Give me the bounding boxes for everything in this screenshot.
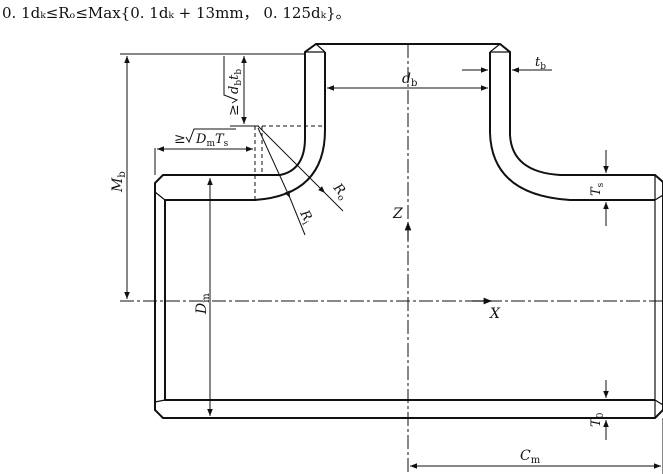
tee-outer-wall xyxy=(154,43,663,419)
construction-dashed-lines xyxy=(254,125,325,200)
label-sqrt-db-tb: ≥ dbtb xyxy=(223,56,244,116)
label-Mb: Mb xyxy=(110,171,128,193)
dim-Cm xyxy=(410,418,663,474)
wall-edge-lines xyxy=(154,43,663,418)
geq-sign-2: ≥ xyxy=(174,131,186,147)
dim-sqrt-db-tb xyxy=(225,53,268,127)
label-tb: tb xyxy=(535,55,546,72)
radius-formula: 0. 1dₖ≤Rₒ≤Max{0. 1dₖ + 13mm， 0. 125dₖ}。 xyxy=(2,2,351,23)
label-db: db xyxy=(402,71,417,89)
label-sqrt-Dm-Ts: ≥ DmTs xyxy=(174,128,236,149)
label-Dm: Dm xyxy=(194,293,212,315)
sqrt2-terms: DmTs xyxy=(195,132,229,149)
label-Z: Z xyxy=(392,206,403,222)
label-Ro: Ro xyxy=(328,180,351,203)
sqrt-sign-2 xyxy=(185,128,236,144)
label-X: X xyxy=(489,306,501,322)
label-Cm: Cm xyxy=(520,448,541,466)
geq-sign-1: ≥ xyxy=(226,104,242,116)
tee-inner-wall xyxy=(164,52,655,401)
label-T0: T0 xyxy=(589,412,606,427)
radius-leaders xyxy=(257,125,344,236)
formula-text: 0. 1dₖ≤Rₒ≤Max{0. 1dₖ + 13mm， 0. 125dₖ}。 xyxy=(2,4,351,22)
dim-sqrt-Dm-Ts xyxy=(154,146,253,175)
sqrt1-terms: dbtb xyxy=(227,69,244,94)
center-lines xyxy=(120,44,663,474)
sqrt-sign-1 xyxy=(223,56,239,104)
label-Ts: Ts xyxy=(589,182,606,196)
dim-Mb xyxy=(120,53,305,299)
